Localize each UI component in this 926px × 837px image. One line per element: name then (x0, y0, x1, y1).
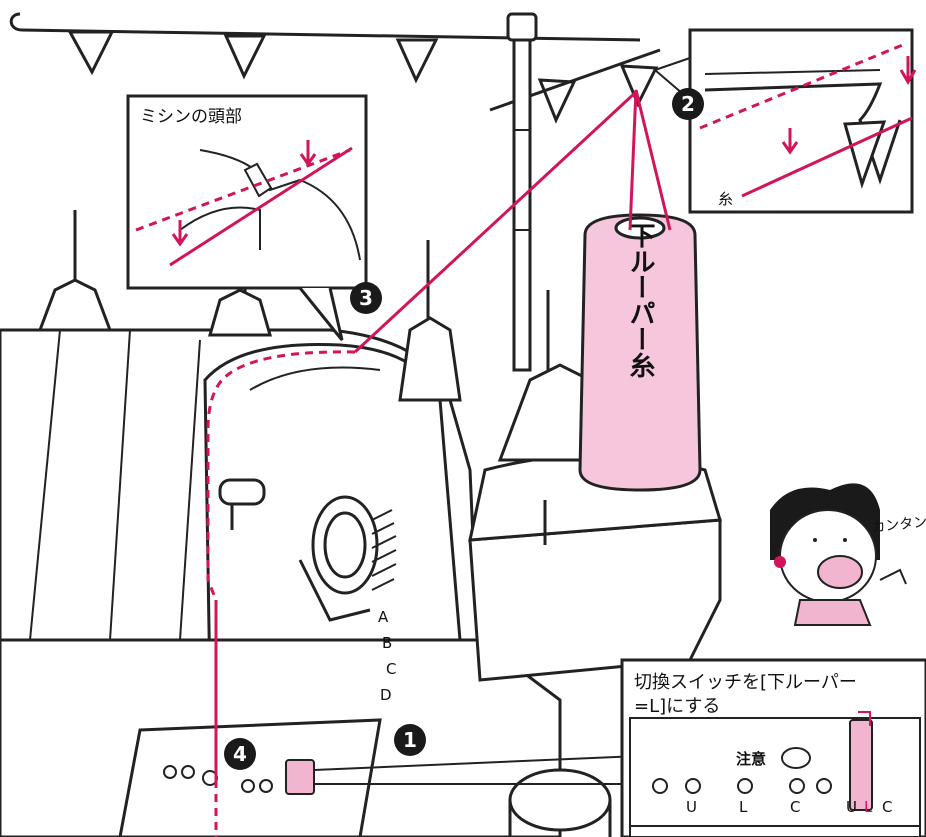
dial-letter-c: C (386, 660, 396, 678)
thread-guide-hook-5 (619, 64, 659, 108)
thread-guide-hook-2 (223, 34, 267, 80)
looper-switch-machine (285, 755, 641, 795)
stand-pole (506, 12, 538, 372)
switch-label-u: U (686, 798, 697, 816)
lower-looper-spool (578, 213, 702, 492)
thread-guide-hook-3 (395, 38, 439, 84)
dial-letter-b: B (382, 634, 392, 652)
caution-label: 注意 (736, 750, 766, 768)
vent-slots (371, 509, 397, 591)
dial-letter-d: D (380, 686, 392, 704)
selector-label-u: U (846, 798, 857, 816)
step-badge-2: 2 (672, 88, 704, 120)
switch-instruction-line2: =L]にする (634, 696, 720, 717)
switch-label-c: C (790, 798, 800, 816)
selector-label-c: C (882, 798, 892, 816)
inset-thread-guide (654, 28, 917, 214)
dial-letters: A B C D (378, 608, 396, 704)
svg-text:3: 3 (359, 286, 373, 310)
caution-icon (781, 747, 811, 769)
inset-head-title: ミシンの頭部 (140, 107, 242, 127)
handle-lever (218, 478, 266, 530)
switch-holes (652, 778, 832, 794)
inset-machine-head (126, 94, 368, 341)
thread-guide-hook-1 (67, 30, 115, 76)
svg-text:2: 2 (681, 92, 695, 116)
cartoon-character (770, 483, 907, 626)
inset-switch (620, 658, 926, 837)
selector-label-l: L (864, 798, 873, 816)
step-badge-4: 4 (224, 738, 256, 770)
character-speech: カンタン (871, 514, 926, 536)
svg-text:1: 1 (403, 728, 417, 752)
thread-path (206, 89, 672, 837)
dial-letter-a: A (378, 608, 389, 626)
thread-guide-hook-4 (537, 78, 577, 124)
svg-text:4: 4 (233, 742, 247, 766)
spool-label: 下ルーパー糸 (625, 222, 655, 378)
inset-thread-label: 糸 (718, 190, 733, 208)
step-badge-1: 1 (394, 724, 426, 756)
front-panel-buttons (163, 765, 273, 793)
switch-label-l: L (739, 798, 748, 816)
tension-cones (37, 210, 592, 545)
switch-instruction-line1: 切換スイッチを[下ルーパー (634, 672, 857, 693)
step-badge-3: 3 (350, 282, 382, 314)
